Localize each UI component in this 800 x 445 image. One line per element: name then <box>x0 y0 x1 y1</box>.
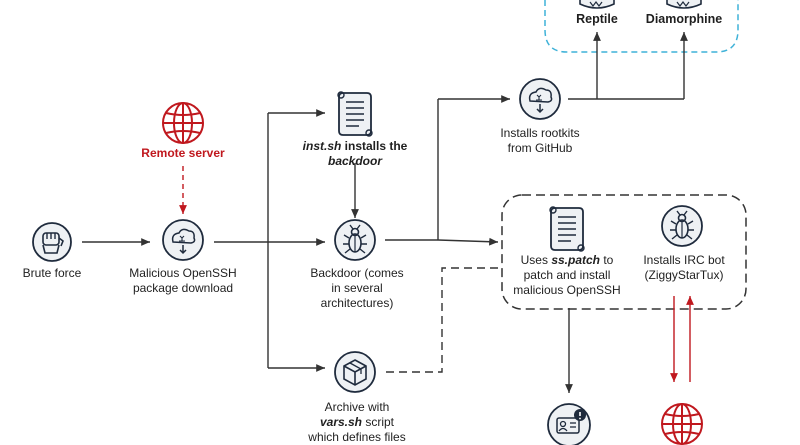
label-backdoor-line1: Backdoor (comes <box>310 266 404 280</box>
label-backdoor-line3: architectures) <box>320 296 394 310</box>
label-malicious-package: Malicious OpenSSH package download <box>129 266 236 296</box>
label-brute-force: Brute force <box>22 266 82 280</box>
label-malicious-package-line2: package download <box>132 281 234 295</box>
label-ss-patch-filename: ss.patch <box>551 253 601 267</box>
label-irc-bot: Installs IRC bot (ZiggyStarTux) <box>643 253 724 283</box>
label-ss-patch-line2: patch and install <box>523 268 611 282</box>
label-rootkits-line1: Installs rootkits <box>500 126 580 140</box>
label-rootkits-line2: from GitHub <box>507 141 573 155</box>
id-card-alert-icon <box>547 403 591 445</box>
patch-group-box <box>501 194 747 310</box>
reptile-icon <box>579 0 615 9</box>
edge-branch-to-patch <box>437 237 499 246</box>
label-inst-sh-rest: installs the <box>341 139 408 153</box>
label-inst-sh-filename: inst.sh <box>302 139 342 153</box>
label-ss-patch-line3: malicious OpenSSH <box>513 283 621 297</box>
label-backdoor-line2: in several <box>331 281 383 295</box>
label-archive-filename: vars.sh <box>319 415 363 429</box>
fist-icon <box>32 222 72 262</box>
rootkit-group-box <box>544 0 739 53</box>
cloud-download-icon <box>162 219 204 261</box>
label-inst-sh: inst.sh installs the backdoor <box>303 139 408 169</box>
red-connectors <box>179 166 694 382</box>
label-remote-server: Remote server <box>141 146 225 160</box>
label-irc-bot-line2: (ZiggyStarTux) <box>644 268 724 282</box>
label-malicious-package-line1: Malicious OpenSSH <box>129 266 237 280</box>
label-archive: Archive with vars.sh script which define… <box>308 400 405 445</box>
label-backdoor: Backdoor (comes in several architectures… <box>310 266 403 311</box>
box-icon <box>334 351 376 393</box>
label-ss-patch-post: to <box>600 253 614 267</box>
label-rootkits: Installs rootkits from GitHub <box>500 126 579 156</box>
label-archive-line2-rest: script <box>362 415 395 429</box>
label-irc-bot-line1: Installs IRC bot <box>643 253 725 267</box>
label-archive-line3: which defines files <box>308 430 406 444</box>
label-ss-patch-pre: Uses <box>520 253 552 267</box>
globe-icon <box>162 102 204 144</box>
label-diamorphine: Diamorphine <box>645 12 723 26</box>
edge-archive-dashed <box>386 267 502 373</box>
globe-icon <box>661 403 703 445</box>
bug-icon <box>334 219 376 261</box>
cloud-download-icon <box>519 78 561 120</box>
script-icon <box>549 206 585 252</box>
label-inst-sh-line2: backdoor <box>327 154 383 168</box>
label-ss-patch: Uses ss.patch to patch and install malic… <box>513 253 620 298</box>
script-icon <box>337 91 373 137</box>
label-reptile: Reptile <box>576 12 618 26</box>
diamorphine-icon <box>666 0 702 9</box>
connectors <box>82 32 688 393</box>
bug-icon <box>661 205 703 247</box>
label-archive-line1: Archive with <box>324 400 390 414</box>
